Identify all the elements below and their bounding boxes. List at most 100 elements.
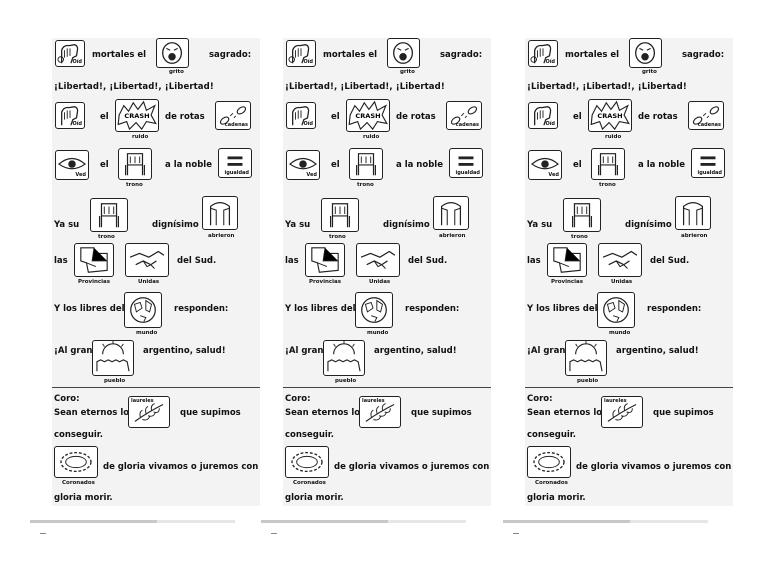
broken-chain-icon bbox=[692, 106, 720, 125]
svg-text:CRASH: CRASH bbox=[124, 112, 149, 120]
scrollbar-thumb[interactable] bbox=[30, 520, 158, 523]
map-icon bbox=[311, 247, 339, 273]
throne-icon bbox=[329, 203, 351, 228]
provinces-map-pictogram bbox=[74, 243, 114, 277]
lyric-text: sagrado: bbox=[209, 50, 252, 60]
globe-icon bbox=[603, 297, 629, 323]
picto-caption: Coronados bbox=[62, 480, 95, 486]
picto-caption: igualdad bbox=[455, 170, 480, 176]
hand-ear-pictogram: Oíd bbox=[528, 40, 558, 67]
provinces-map-pictogram bbox=[547, 243, 587, 277]
people-sun-icon bbox=[96, 341, 130, 372]
throne-pictogram bbox=[118, 148, 152, 180]
picto-caption: trono bbox=[329, 234, 346, 240]
broken-chain-icon bbox=[450, 106, 478, 125]
lyric-text: Y los libres del bbox=[527, 304, 598, 314]
picto-caption: igualdad bbox=[697, 170, 722, 176]
lyric-text: de rotas bbox=[165, 112, 205, 122]
lyric-text: a la noble bbox=[396, 160, 443, 170]
picto-caption: trono bbox=[126, 182, 143, 188]
lyric-text: dignísimo bbox=[625, 220, 672, 230]
page-scrollbar[interactable] bbox=[503, 520, 708, 523]
section-divider bbox=[525, 387, 733, 388]
picto-caption: laureles bbox=[131, 398, 154, 404]
equals-pictogram: igualdad bbox=[218, 148, 252, 178]
shout-face-pictogram bbox=[629, 38, 662, 68]
chorus-title: Coro: bbox=[527, 394, 553, 404]
lyric-text: mortales el bbox=[92, 50, 147, 60]
page-scrollbar[interactable] bbox=[30, 520, 235, 523]
eye-pictogram: Ved bbox=[286, 150, 320, 180]
picto-caption: cadenas bbox=[697, 122, 721, 128]
shouting-face-icon bbox=[635, 42, 656, 64]
picto-caption: Unidas bbox=[369, 279, 391, 285]
picto-caption: Ved bbox=[75, 172, 86, 178]
globe-pictogram bbox=[355, 292, 393, 328]
lyric-text: Sean eternos los bbox=[54, 408, 135, 418]
picto-caption: trono bbox=[98, 234, 115, 240]
picto-caption: ruido bbox=[363, 134, 380, 140]
lyric-text: del Sud. bbox=[177, 256, 217, 266]
picto-caption: cadenas bbox=[224, 122, 248, 128]
eye-icon bbox=[288, 157, 318, 170]
broken-chain-icon bbox=[219, 106, 247, 125]
equals-icon bbox=[227, 156, 243, 166]
lyric-text: Ya su bbox=[527, 220, 553, 230]
globe-pictogram bbox=[124, 292, 162, 328]
equals-pictogram: igualdad bbox=[449, 148, 483, 178]
throne-pictogram bbox=[321, 198, 359, 232]
lyric-text: Ya su bbox=[54, 220, 80, 230]
lyric-text: que supimos bbox=[180, 408, 241, 418]
picto-caption: Provincias bbox=[551, 279, 584, 285]
people-sun-icon bbox=[569, 341, 603, 372]
laurel-pictogram: laureles bbox=[601, 396, 643, 428]
lyric-text: gloria morir. bbox=[285, 493, 344, 503]
lyric-text: gloria morir. bbox=[54, 493, 113, 503]
picto-caption: Oíd bbox=[72, 121, 82, 127]
lyric-text: sagrado: bbox=[440, 50, 483, 60]
lyric-text: a la noble bbox=[638, 160, 685, 170]
chorus-title: Coro: bbox=[285, 394, 311, 404]
page-scrollbar[interactable] bbox=[261, 520, 466, 523]
throne-icon bbox=[598, 153, 618, 176]
lyric-text: sagrado: bbox=[682, 50, 725, 60]
lyric-text: Y los libres del bbox=[54, 304, 125, 314]
people-sun-pictogram bbox=[323, 340, 365, 376]
lyric-text: conseguir. bbox=[285, 430, 335, 440]
hand-ear-icon bbox=[57, 44, 79, 64]
hand-ear-icon bbox=[288, 44, 310, 64]
lyric-text: el bbox=[573, 112, 582, 122]
lyric-text: argentino, salud! bbox=[374, 346, 457, 356]
laurel-wreath-icon bbox=[291, 451, 323, 473]
scrollbar-thumb[interactable] bbox=[503, 520, 631, 523]
picto-caption: pueblo bbox=[335, 378, 357, 384]
map-icon bbox=[80, 247, 108, 273]
picto-caption: abrieron bbox=[681, 233, 708, 239]
svg-text:CRASH: CRASH bbox=[355, 112, 380, 120]
lyric-text: Sean eternos los bbox=[527, 408, 608, 418]
picto-caption: trono bbox=[357, 182, 374, 188]
lyric-line: ¡Libertad!, ¡Libertad!, ¡Libertad! bbox=[527, 82, 687, 92]
picto-caption: trono bbox=[599, 182, 616, 188]
hand-ear-pictogram: Oíd bbox=[528, 102, 558, 129]
lyric-line: ¡Libertad!, ¡Libertad!, ¡Libertad! bbox=[54, 82, 214, 92]
picto-caption: abrieron bbox=[208, 233, 235, 239]
hand-ear-icon bbox=[534, 106, 552, 126]
picto-caption: Unidas bbox=[611, 279, 633, 285]
throne-pictogram bbox=[563, 198, 601, 232]
open-doors-pictogram bbox=[433, 196, 469, 230]
lyric-line: ¡Libertad!, ¡Libertad!, ¡Libertad! bbox=[285, 82, 445, 92]
eye-pictogram: Ved bbox=[528, 150, 562, 180]
laurel-pictogram: laureles bbox=[359, 396, 401, 428]
throne-icon bbox=[571, 203, 593, 228]
lyric-text: el bbox=[573, 160, 582, 170]
lyric-text: gloria morir. bbox=[527, 493, 586, 503]
hand-ear-pictogram: Oíd bbox=[55, 102, 85, 129]
scrollbar-thumb[interactable] bbox=[261, 520, 389, 523]
shouting-face-icon bbox=[393, 42, 414, 64]
picto-caption: pueblo bbox=[104, 378, 126, 384]
lyric-text: ¡Al gran bbox=[54, 346, 93, 356]
picto-caption: Provincias bbox=[309, 279, 342, 285]
page-marker bbox=[513, 533, 519, 534]
people-sun-pictogram bbox=[92, 340, 134, 376]
